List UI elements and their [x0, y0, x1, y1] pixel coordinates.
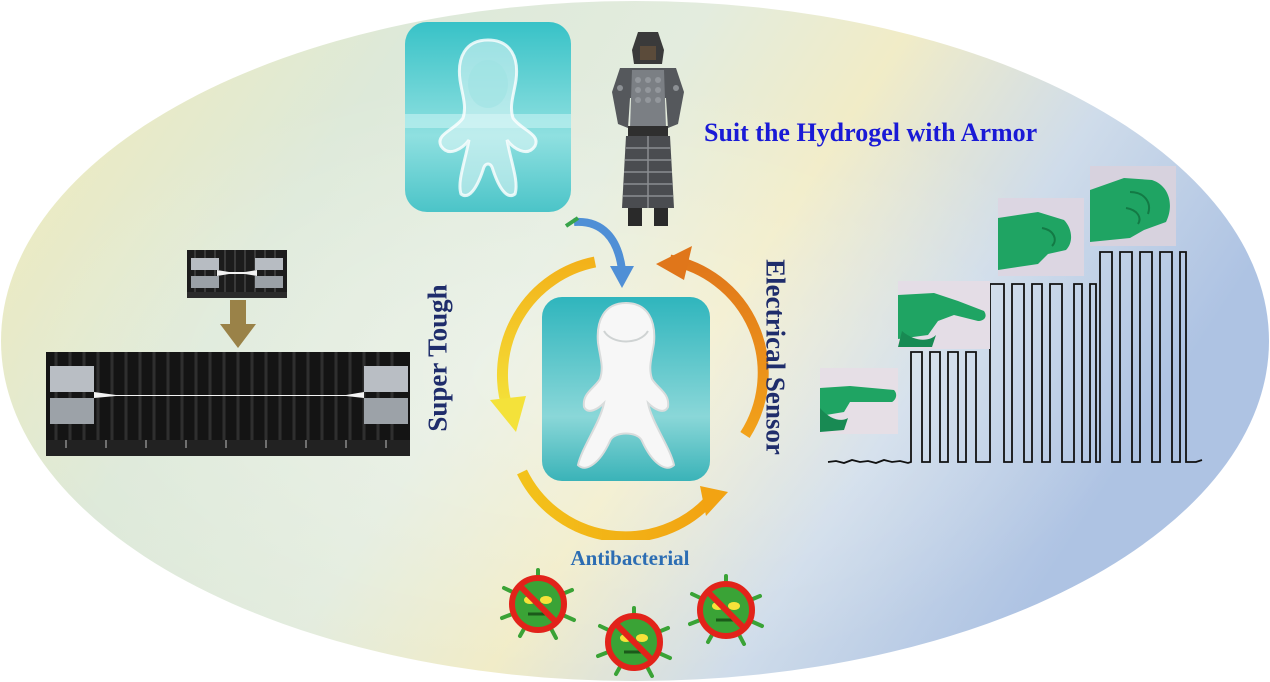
transparent-hydrogel-figure-icon	[405, 22, 571, 212]
figure-title: Suit the Hydrogel with Armor	[704, 118, 1038, 147]
cycle-arrows-icon	[490, 216, 769, 540]
antibacterial-label: Antibacterial	[570, 546, 690, 570]
white-armored-hydrogel-figure-icon	[542, 297, 710, 481]
sensor-signal-trace	[827, 251, 1203, 464]
transparent-hydrogel-photo	[405, 22, 571, 212]
glove-fist-photo	[1090, 166, 1176, 246]
tensile-sample-stretched-photo	[46, 352, 410, 456]
virus-prohibited-icon	[688, 574, 764, 646]
armored-hydrogel-photo	[542, 297, 710, 481]
virus-prohibited-icon	[500, 568, 576, 640]
glove-finger-bent-half-photo	[998, 198, 1084, 276]
tensile-sample-before-photo	[187, 250, 287, 298]
electrical-sensor-label: Electrical Sensor	[760, 259, 791, 455]
glove-finger-straight-photo	[820, 368, 898, 434]
super-tough-label: Super Tough	[422, 284, 453, 432]
glove-finger-bent-slightly-photo	[898, 281, 990, 349]
virus-prohibited-icon	[596, 606, 672, 678]
arrow-down-icon	[220, 300, 256, 348]
armored-knight-icon	[612, 32, 684, 226]
